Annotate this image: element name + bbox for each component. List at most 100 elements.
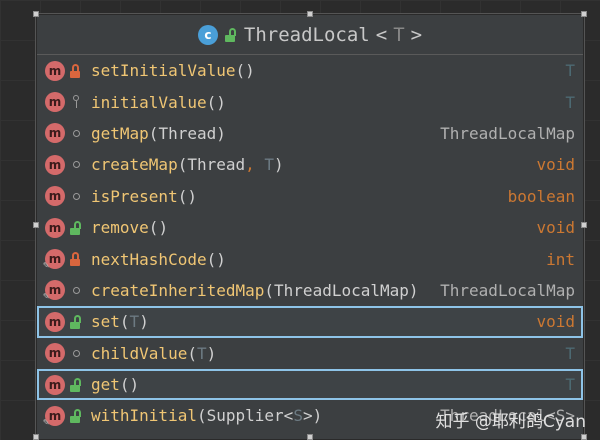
closed-lock-icon (69, 251, 83, 267)
return-type: void (536, 155, 575, 175)
package-circle-icon (72, 192, 80, 200)
method-icon: m (45, 280, 65, 301)
class-header[interactable]: c ThreadLocal <T> (37, 15, 583, 55)
member-row-initialvalue[interactable]: m initialValue() T (37, 86, 583, 117)
resize-handle[interactable] (581, 222, 587, 228)
visibility-icon (65, 161, 87, 169)
method-params: () (206, 249, 226, 269)
method-name: remove (91, 218, 149, 238)
method-signature: set(T) (87, 312, 536, 331)
method-params: (Thread, T) (177, 155, 284, 175)
open-lock-icon (69, 314, 83, 330)
member-row-createmap[interactable]: m createMap(Thread, T)void (37, 149, 583, 180)
method-params: (ThreadLocalMap) (264, 280, 419, 300)
method-icon: m (45, 405, 65, 426)
method-signature: isPresent() (87, 187, 508, 206)
method-params: (T) (119, 312, 149, 332)
method-icon: m (45, 60, 65, 81)
static-pin-icon: ✎ (43, 291, 50, 303)
method-name: get (91, 375, 120, 395)
member-row-createinheritedmap[interactable]: m✎ createInheritedMap(ThreadLocalMap) Thre… (37, 275, 583, 306)
resize-handle[interactable] (33, 11, 39, 17)
visibility-icon (65, 286, 87, 294)
return-type: boolean (507, 186, 575, 206)
type-param-open: < (375, 23, 388, 46)
return-type: int (546, 249, 575, 269)
method-params: () (235, 61, 255, 81)
return-type: void (536, 312, 575, 332)
package-circle-icon (72, 161, 80, 169)
method-icon: m (45, 311, 65, 332)
return-type: ThreadLocal<S> (440, 406, 575, 426)
resize-handle[interactable] (581, 11, 587, 17)
method-icon: m (45, 343, 65, 364)
static-pin-icon: ✎ (43, 416, 50, 428)
class-name: ThreadLocal (243, 23, 370, 46)
visibility-icon (65, 251, 87, 267)
return-type: ThreadLocalMap (440, 280, 575, 300)
method-signature: nextHashCode() (87, 250, 546, 269)
static-pin-icon: ✎ (43, 259, 50, 271)
visibility-icon (65, 220, 87, 236)
method-signature: get() (87, 375, 565, 394)
visibility-icon (65, 377, 87, 393)
resize-handle[interactable] (581, 434, 587, 440)
method-icon: m (45, 154, 65, 175)
method-params: (T) (187, 343, 217, 363)
method-name: childValue (91, 343, 188, 363)
visibility-icon (65, 129, 87, 137)
resize-handle[interactable] (307, 11, 313, 17)
method-name: set (91, 312, 120, 332)
method-params: () (119, 375, 140, 395)
open-lock-icon (69, 408, 83, 424)
return-type: T (565, 375, 575, 395)
package-circle-icon (72, 286, 80, 294)
open-lock-icon (224, 27, 238, 43)
class-icon: c (197, 24, 218, 45)
method-signature: createMap(Thread, T) (87, 155, 536, 174)
method-name: isPresent (91, 186, 178, 206)
method-signature: setInitialValue() (87, 61, 565, 80)
resize-handle[interactable] (33, 222, 39, 228)
method-icon: m (45, 374, 65, 395)
method-name: initialValue (91, 92, 207, 112)
method-params: () (206, 92, 226, 112)
member-row-withinitial[interactable]: m✎withInitial(Supplier<S>)ThreadLocal<S> (37, 400, 583, 431)
method-icon: m (45, 92, 65, 113)
return-type: T (565, 92, 575, 112)
method-signature: childValue(T) (87, 344, 565, 363)
open-lock-icon (69, 220, 83, 236)
method-params: () (177, 186, 197, 206)
resize-handle[interactable] (33, 434, 39, 440)
method-name: createInheritedMap (91, 280, 265, 300)
method-icon: m (45, 249, 65, 270)
resize-handle[interactable] (307, 434, 313, 440)
type-param: T (393, 23, 405, 46)
visibility-icon (65, 408, 87, 424)
visibility-icon (65, 192, 87, 200)
closed-lock-icon (69, 63, 83, 79)
watermark: 知乎 @耶利鸽Cyan (435, 412, 586, 432)
method-signature: remove() (87, 218, 536, 237)
open-lock-icon (69, 377, 83, 393)
visibility-icon (65, 314, 87, 330)
method-signature: getMap(Thread) (87, 124, 440, 143)
method-params: (Thread) (148, 123, 226, 143)
package-circle-icon (72, 349, 80, 357)
method-name: getMap (91, 123, 149, 143)
member-row-nexthashcode[interactable]: m✎ nextHashCode()int (37, 243, 583, 274)
method-params: (Supplier<S>) (196, 406, 323, 426)
key-icon (71, 95, 81, 109)
method-icon: m (45, 123, 65, 144)
return-type: ThreadLocalMap (440, 123, 575, 143)
type-param-close: > (410, 23, 423, 46)
